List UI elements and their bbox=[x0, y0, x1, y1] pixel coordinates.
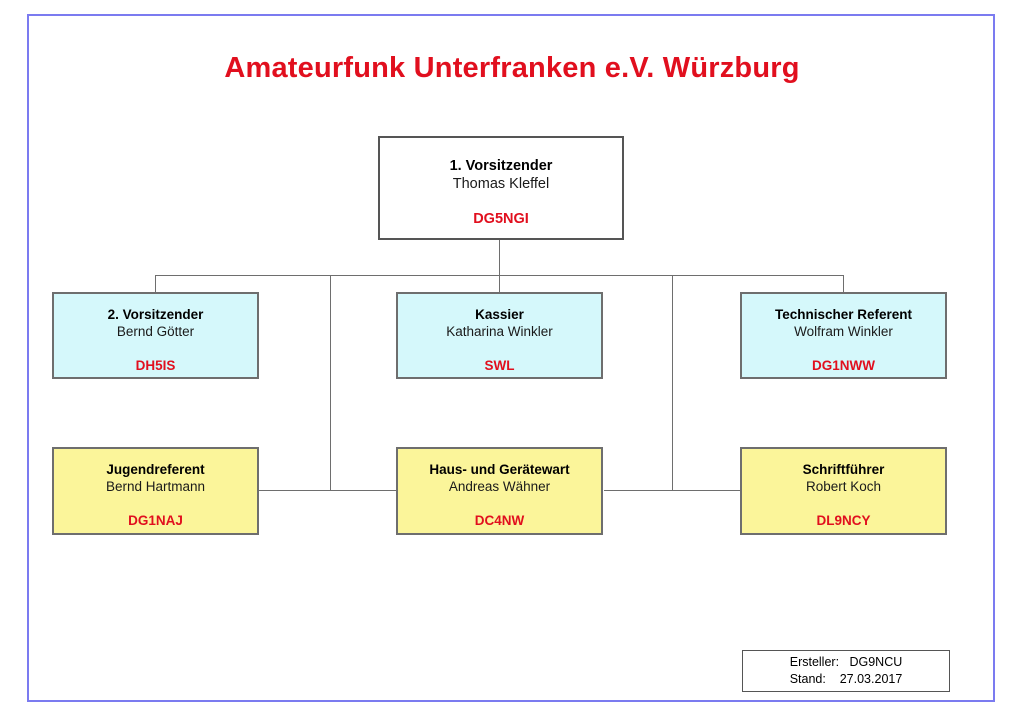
node-callsign: DH5IS bbox=[135, 358, 176, 373]
stamp-creator: Ersteller: DG9NCU bbox=[789, 655, 903, 669]
connector-bypass-right bbox=[672, 275, 673, 491]
org-node-1-vorsitzender[interactable]: 1. Vorsitzender Thomas Kleffel DG5NGI bbox=[378, 136, 624, 240]
org-node-kassier[interactable]: Kassier Katharina Winkler SWL bbox=[396, 292, 603, 379]
node-role: Schriftführer bbox=[802, 462, 885, 477]
node-person-name: Katharina Winkler bbox=[446, 324, 553, 339]
connector-drop-level2-left bbox=[155, 275, 156, 293]
node-callsign: SWL bbox=[484, 358, 515, 373]
node-person-name: Robert Koch bbox=[805, 479, 882, 494]
node-callsign: DC4NW bbox=[474, 513, 525, 528]
connector-bypass-left bbox=[330, 275, 331, 491]
node-callsign: DG1NAJ bbox=[128, 513, 183, 528]
org-node-haus-und-geraetewart[interactable]: Haus- und Gerätewart Andreas Wähner DC4N… bbox=[396, 447, 603, 535]
node-person-name: Andreas Wähner bbox=[448, 479, 551, 494]
node-callsign: DL9NCY bbox=[816, 513, 871, 528]
connector-root-stem bbox=[499, 239, 500, 276]
node-person-name: Wolfram Winkler bbox=[794, 324, 893, 339]
connector-drop-level2-right bbox=[843, 275, 844, 293]
node-callsign: DG5NGI bbox=[473, 211, 529, 227]
page-border-frame bbox=[27, 14, 995, 702]
node-role: 2. Vorsitzender bbox=[107, 307, 204, 322]
document-stamp-box: Ersteller: DG9NCU Stand: 27.03.2017 bbox=[742, 650, 950, 692]
node-role: Technischer Referent bbox=[774, 307, 913, 322]
node-person-name: Bernd Hartmann bbox=[105, 479, 206, 494]
node-callsign: DG1NWW bbox=[812, 358, 875, 373]
stamp-date: Stand: 27.03.2017 bbox=[789, 672, 903, 686]
org-node-jugendreferent[interactable]: Jugendreferent Bernd Hartmann DG1NAJ bbox=[52, 447, 259, 535]
org-node-2-vorsitzender[interactable]: 2. Vorsitzender Bernd Götter DH5IS bbox=[52, 292, 259, 379]
node-role: Kassier bbox=[475, 307, 524, 322]
node-role: Haus- und Gerätewart bbox=[429, 462, 570, 477]
node-person-name: Bernd Götter bbox=[116, 324, 195, 339]
org-node-schriftfuehrer[interactable]: Schriftführer Robert Koch DL9NCY bbox=[740, 447, 947, 535]
node-person-name: Thomas Kleffel bbox=[452, 176, 550, 192]
page-title: Amateurfunk Unterfranken e.V. Würzburg bbox=[224, 52, 800, 84]
connector-level3-link-right bbox=[604, 490, 744, 491]
node-role: Jugendreferent bbox=[106, 462, 205, 477]
connector-level3-link-left bbox=[258, 490, 402, 491]
node-role: 1. Vorsitzender bbox=[449, 158, 553, 174]
connector-drop-level2-center bbox=[499, 275, 500, 293]
org-node-technischer-referent[interactable]: Technischer Referent Wolfram Winkler DG1… bbox=[740, 292, 947, 379]
